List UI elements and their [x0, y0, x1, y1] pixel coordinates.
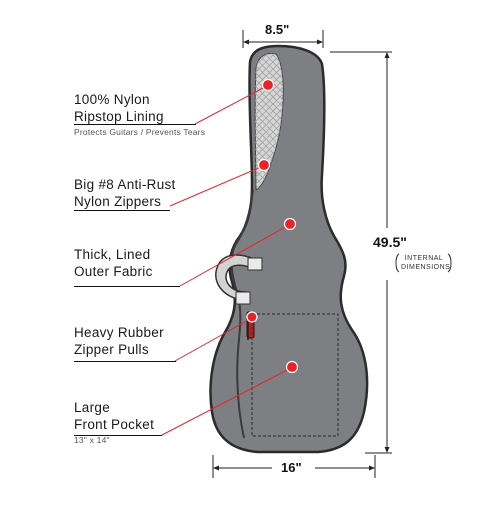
pull-dot — [246, 311, 258, 323]
feature-lining-note: Protects Guitars / Prevents Tears — [74, 127, 206, 137]
handle-strap-top — [247, 257, 263, 271]
lining-dot — [261, 78, 275, 92]
top-width-dimension — [242, 30, 324, 48]
pocket-dot — [285, 360, 299, 374]
pulls-underline — [74, 361, 176, 362]
bag-body — [209, 44, 369, 454]
zipper-dot — [257, 158, 271, 172]
lining-underline — [74, 124, 196, 125]
feature-lining-line1: 100% Nylon — [74, 92, 150, 107]
fabric-dot — [283, 217, 297, 231]
feature-pocket: Large Front Pocket 13" x 14" — [74, 399, 154, 446]
handle-strap-bottom — [235, 291, 251, 305]
pocket-underline — [74, 435, 162, 436]
feature-zippers-line2: Nylon Zippers — [74, 194, 162, 209]
height-note-brackets — [395, 253, 452, 273]
feature-pulls: Heavy Rubber Zipper Pulls — [74, 324, 164, 358]
feature-pulls-line1: Heavy Rubber — [74, 325, 164, 340]
height-note-line1: INTERNAL — [404, 255, 444, 262]
feature-zippers-line1: Big #8 Anti-Rust — [74, 177, 176, 192]
fabric-underline — [74, 286, 180, 287]
feature-pulls-line2: Zipper Pulls — [74, 342, 149, 357]
feature-pocket-line2: Front Pocket — [74, 417, 155, 432]
zippers-underline — [74, 210, 170, 211]
top-width-label: 8.5" — [265, 22, 290, 37]
feature-lining: 100% Nylon Ripstop Lining Protects Guita… — [74, 91, 205, 138]
bottom-width-dimension — [212, 455, 376, 478]
height-note-line2: DIMENSIONS — [401, 264, 451, 271]
height-note: INTERNAL DIMENSIONS — [401, 254, 451, 272]
callout-dots — [246, 78, 299, 374]
feature-lining-line2: Ripstop Lining — [74, 109, 164, 124]
height-dimension — [330, 51, 392, 454]
feature-fabric-line1: Thick, Lined — [74, 247, 151, 262]
height-label: 49.5" — [373, 234, 407, 250]
feature-pocket-note: 13" x 14" — [74, 435, 110, 445]
bottom-width-label: 16" — [281, 460, 302, 475]
feature-fabric-line2: Outer Fabric — [74, 264, 153, 279]
feature-pocket-line1: Large — [74, 400, 111, 415]
front-pocket — [251, 313, 339, 437]
feature-fabric: Thick, Lined Outer Fabric — [74, 246, 153, 280]
feature-zippers: Big #8 Anti-Rust Nylon Zippers — [74, 176, 176, 210]
leader-lines — [161, 86, 292, 436]
